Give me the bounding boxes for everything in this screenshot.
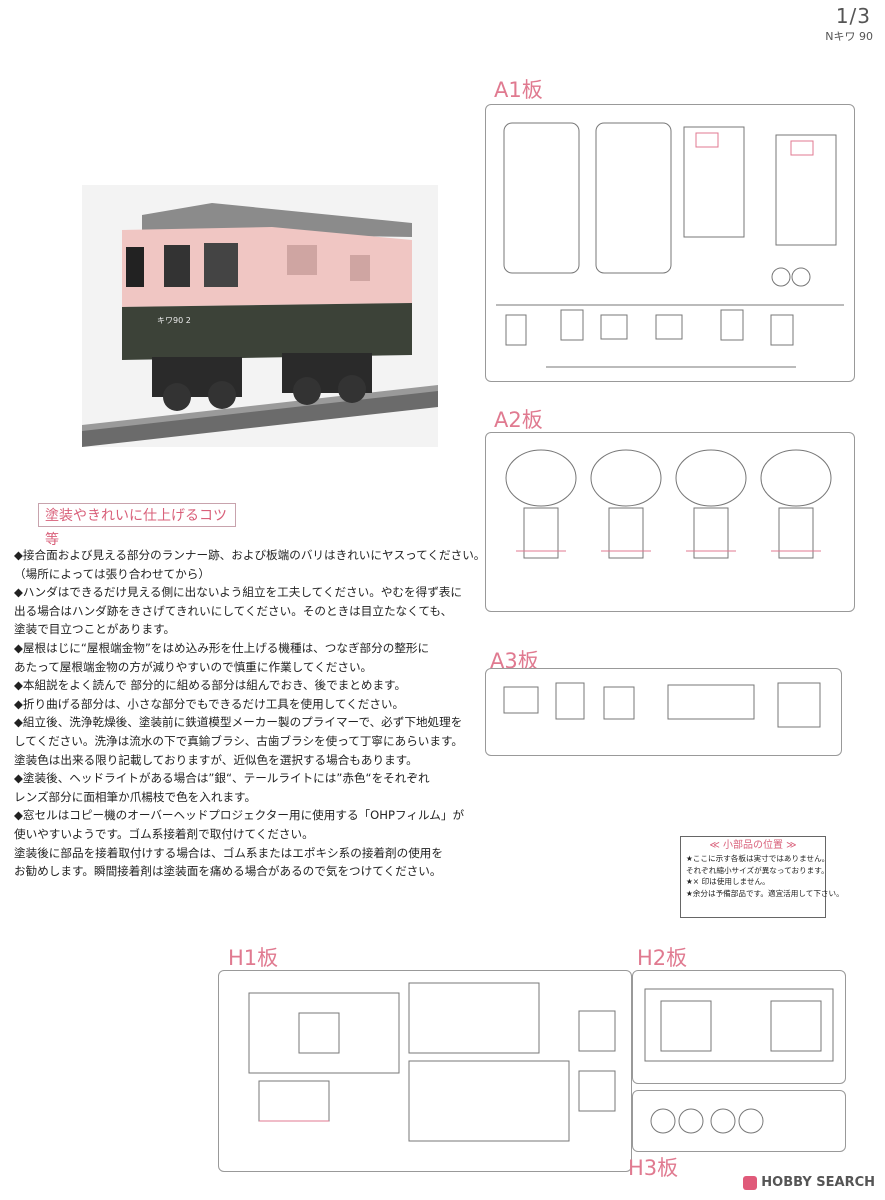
small-parts-line: ★ここに示す各板は実寸ではありません。 <box>686 854 830 864</box>
sheet-a3 <box>485 668 842 756</box>
tips-line: 出る場合はハンダ跡をきさげてきれいにしてください。そのときは目立たなくても、 <box>14 603 453 618</box>
sheet-a2 <box>485 432 855 612</box>
sheet-label-h2: H2板 <box>637 946 688 970</box>
sheet-a2-drawing <box>505 449 832 559</box>
small-parts-box: ≪ 小部品の位置 ≫ ★ここに示す各板は実寸ではありません。 それぞれ縮小サイズ… <box>680 836 844 918</box>
tips-line: ◆窓セルはコピー機のオーバーヘッドプロジェクター用に使用する「OHPフィルム」が <box>14 808 465 823</box>
sheet-h1-drawing <box>248 982 616 1142</box>
tips-line: 使いやすいようです。ゴム系接着剤で取付けてください。 <box>14 826 314 841</box>
tips-line: 塗装で目立つことがあります。 <box>14 622 176 637</box>
model-code: Nキワ 90 <box>825 30 873 43</box>
small-parts-line: それぞれ縮小サイズが異なっております。 <box>686 865 829 875</box>
tips-line: ◆折り曲げる部分は、小さな部分でもできるだけ工具を使用してください。 <box>14 696 405 711</box>
tips-line: ◆屋根はじに“屋根端金物”をはめ込み形を仕上げる機種は、つなぎ部分の整形に <box>14 640 430 655</box>
sheet-label-a1: A1板 <box>494 78 543 102</box>
small-parts-title: ≪ 小部品の位置 ≫ <box>709 840 797 851</box>
tips-line: ◆組立後、洗浄乾燥後、塗装前に鉄道模型メーカー製のプライマーで、必ず下地処理を <box>14 715 463 730</box>
tips-line: 塗装色は出来る限り記載しておりますが、近似色を選択する場合もあります。 <box>14 752 418 767</box>
logo-text: HOBBY SEARCH <box>761 1175 875 1190</box>
hobby-search-logo: HOBBY SEARCH <box>743 1175 875 1190</box>
sheet-h1 <box>218 970 632 1172</box>
small-parts-line: ★× 印は使用しません。 <box>686 877 770 887</box>
tips-line: 塗装後に部品を接着取付けする場合は、ゴム系またはエポキシ系の接着剤の使用を <box>14 845 443 860</box>
sheet-h3 <box>632 1090 846 1152</box>
locomotive-illustration: キワ90 2 <box>82 185 438 447</box>
hobby-search-logo-icon <box>743 1175 758 1190</box>
sheet-a1-drawing <box>496 122 844 368</box>
tips-text: ◆接合面および見える部分のランナー跡、および板端のバリはきれいにヤスってください… <box>14 546 486 881</box>
sheet-a3-drawing <box>503 682 821 728</box>
sheet-h3-drawing <box>650 1108 764 1134</box>
tips-line: ◆接合面および見える部分のランナー跡、および板端のバリはきれいにヤスってください… <box>14 548 486 562</box>
small-parts-line: ★余分は予備部品です。適宜活用して下さい。 <box>686 888 844 898</box>
tips-line: ◆本組説をよく読んで 部分的に組める部分は組んでおき、後でまとめます。 <box>14 678 407 693</box>
tips-line: ◆ハンダはできるだけ見える側に出ないよう組立を工夫してください。やむを得ず表に <box>14 585 462 600</box>
sheet-label-a2: A2板 <box>494 408 543 432</box>
tips-line: ◆塗装後、ヘッドライトがある場合は”銀“、テールライトには”赤色“をそれぞれ <box>14 771 430 786</box>
tips-line: お勧めします。瞬間接着剤は塗装面を痛める場合があるので気をつけてください。 <box>14 864 442 879</box>
tips-line: あたって屋根端金物の方が減りやすいので慎重に作業してください。 <box>14 659 373 674</box>
product-photo: キワ90 2 <box>82 185 438 447</box>
sheet-h2 <box>632 970 846 1084</box>
sheet-a1 <box>485 104 855 382</box>
tips-line: （場所によっては張り合わせてから） <box>14 566 210 581</box>
tips-line: レンズ部分に面相筆か爪楊枝で色を入れます。 <box>14 789 257 804</box>
tips-line: してください。洗浄は流水の下で真鍮ブラシ、古歯ブラシを使って丁寧にあらいます。 <box>14 733 464 748</box>
sheet-label-h3: H3板 <box>628 1156 679 1180</box>
sheet-label-h1: H1板 <box>228 946 279 970</box>
number-plate-text: キワ90 2 <box>157 316 191 325</box>
tips-title: 塗装やきれいに仕上げるコツ等 <box>38 503 236 548</box>
sheet-h2-drawing <box>644 988 834 1062</box>
page-number: 1/3 <box>835 4 871 28</box>
